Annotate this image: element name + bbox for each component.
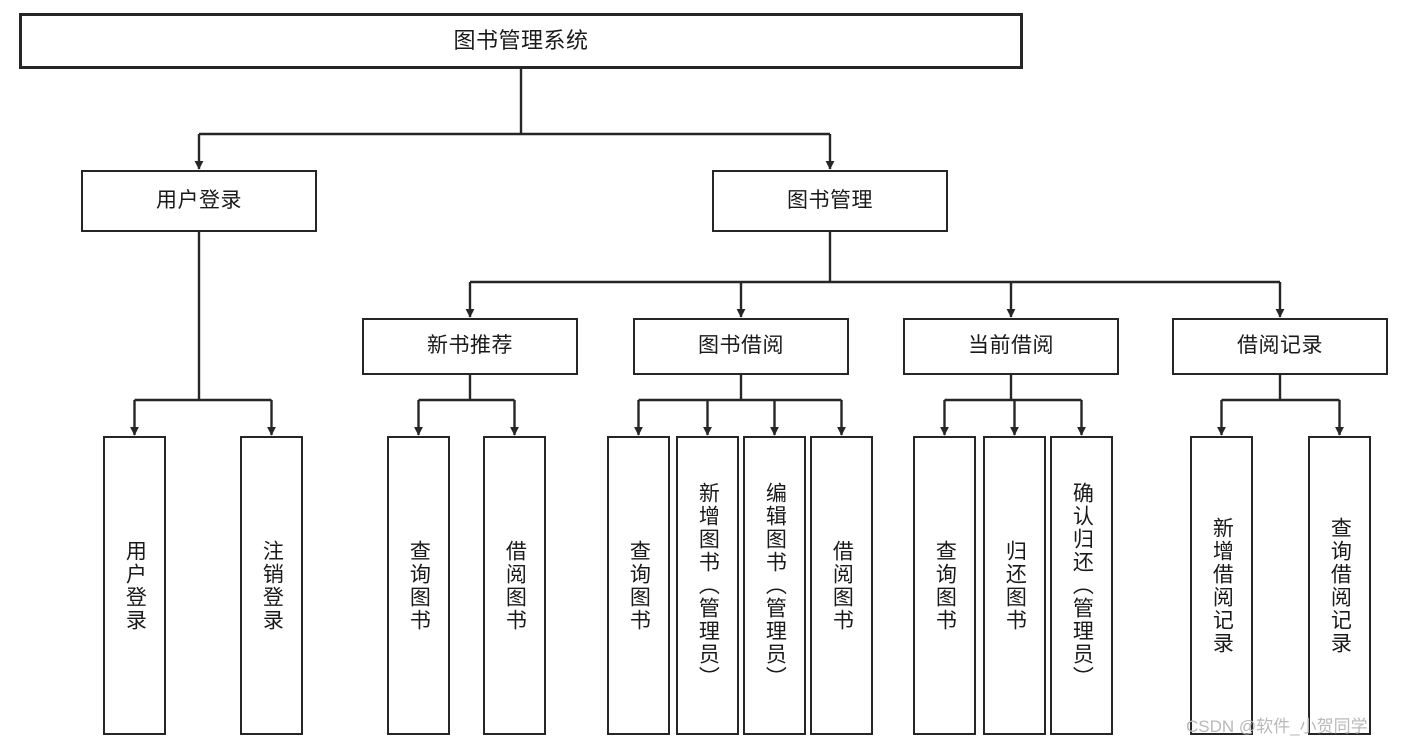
node-records[interactable]: 借阅记录 bbox=[1172, 318, 1388, 375]
node-label: 编辑图书（管理员） bbox=[763, 482, 787, 689]
node-label: 借阅记录 bbox=[1237, 334, 1323, 358]
node-root[interactable]: 图书管理系统 bbox=[19, 13, 1023, 69]
node-leaf-login[interactable]: 用户登录 bbox=[103, 436, 166, 735]
node-label: 图书借阅 bbox=[698, 334, 784, 358]
node-borrow[interactable]: 图书借阅 bbox=[633, 318, 849, 375]
node-leaf-bw-add[interactable]: 新增图书（管理员） bbox=[676, 436, 739, 735]
node-label: 用户登录 bbox=[156, 188, 242, 212]
node-leaf-nb-borrow[interactable]: 借阅图书 bbox=[483, 436, 546, 735]
node-label: 新增借阅记录 bbox=[1210, 516, 1234, 655]
node-leaf-cb-return[interactable]: 归还图书 bbox=[983, 436, 1046, 735]
node-newbook[interactable]: 新书推荐 bbox=[362, 318, 578, 375]
node-leaf-bw-query[interactable]: 查询图书 bbox=[607, 436, 670, 735]
node-label: 确认归还（管理员） bbox=[1070, 482, 1094, 689]
node-leaf-bw-edit[interactable]: 编辑图书（管理员） bbox=[743, 436, 806, 735]
node-label: 用户登录 bbox=[123, 539, 147, 632]
node-label: 新增图书（管理员） bbox=[696, 482, 720, 689]
node-label: 查询借阅记录 bbox=[1328, 516, 1352, 655]
node-label: 归还图书 bbox=[1003, 539, 1027, 632]
node-label: 借阅图书 bbox=[830, 539, 854, 632]
node-leaf-bw-borrow[interactable]: 借阅图书 bbox=[810, 436, 873, 735]
node-label: 查询图书 bbox=[627, 539, 651, 632]
node-login[interactable]: 用户登录 bbox=[81, 170, 317, 232]
node-label: 当前借阅 bbox=[968, 334, 1054, 358]
node-leaf-rc-query[interactable]: 查询借阅记录 bbox=[1308, 436, 1371, 735]
node-label: 借阅图书 bbox=[503, 539, 527, 632]
node-leaf-cb-confirm[interactable]: 确认归还（管理员） bbox=[1050, 436, 1113, 735]
node-label: 注销登录 bbox=[260, 539, 284, 632]
node-leaf-rc-add[interactable]: 新增借阅记录 bbox=[1190, 436, 1253, 735]
node-leaf-nb-query[interactable]: 查询图书 bbox=[387, 436, 450, 735]
node-label: 查询图书 bbox=[933, 539, 957, 632]
node-label: 图书管理系统 bbox=[453, 28, 589, 54]
node-leaf-cb-query[interactable]: 查询图书 bbox=[913, 436, 976, 735]
node-bookmgmt[interactable]: 图书管理 bbox=[712, 170, 948, 232]
node-label: 图书管理 bbox=[787, 188, 873, 212]
node-current[interactable]: 当前借阅 bbox=[903, 318, 1119, 375]
node-leaf-logout[interactable]: 注销登录 bbox=[240, 436, 303, 735]
watermark-text: CSDN @软件_小贺同学 bbox=[1186, 717, 1368, 736]
node-label: 查询图书 bbox=[407, 539, 431, 632]
node-label: 新书推荐 bbox=[427, 334, 513, 358]
